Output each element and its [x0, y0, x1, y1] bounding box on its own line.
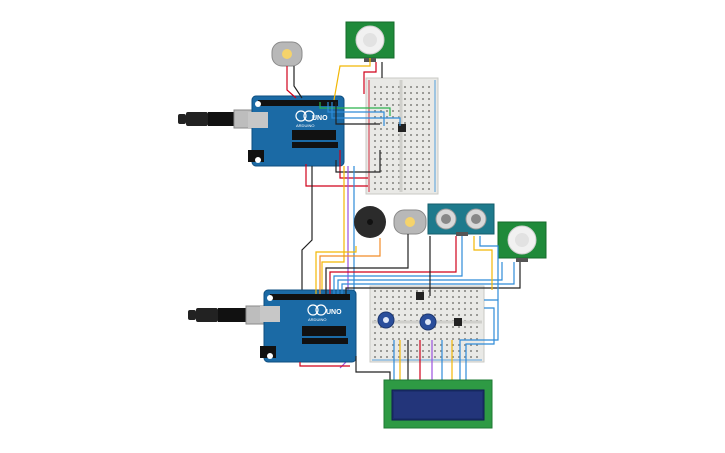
wires-top: [286, 58, 401, 187]
dc-motor-top[interactable]: [271, 41, 303, 67]
potentiometer-left[interactable]: [377, 311, 395, 329]
ultrasonic-sensor[interactable]: [427, 203, 495, 236]
dc-motor-bottom[interactable]: [393, 209, 427, 235]
board-brand-bottom: UNO: [326, 309, 342, 316]
pir-sensor-top[interactable]: [345, 21, 395, 62]
board-brand-top: UNO: [312, 115, 328, 122]
lcd-16x2[interactable]: [383, 379, 493, 429]
wires-bottom: [299, 234, 521, 380]
breadboard-top[interactable]: [365, 77, 439, 195]
piezo-buzzer[interactable]: [354, 206, 386, 238]
board-maker-bottom: ARDUINO: [308, 317, 326, 322]
board-maker-top: ARDUINO: [296, 123, 314, 128]
arduino-uno-top[interactable]: UNO ARDUINO: [248, 95, 345, 167]
pir-sensor-right[interactable]: [497, 221, 547, 262]
usb-cable-top[interactable]: [178, 109, 255, 129]
usb-cable-bottom[interactable]: [188, 305, 267, 325]
potentiometer-right[interactable]: [419, 313, 437, 331]
arduino-uno-bottom[interactable]: UNO ARDUINO: [260, 289, 357, 363]
